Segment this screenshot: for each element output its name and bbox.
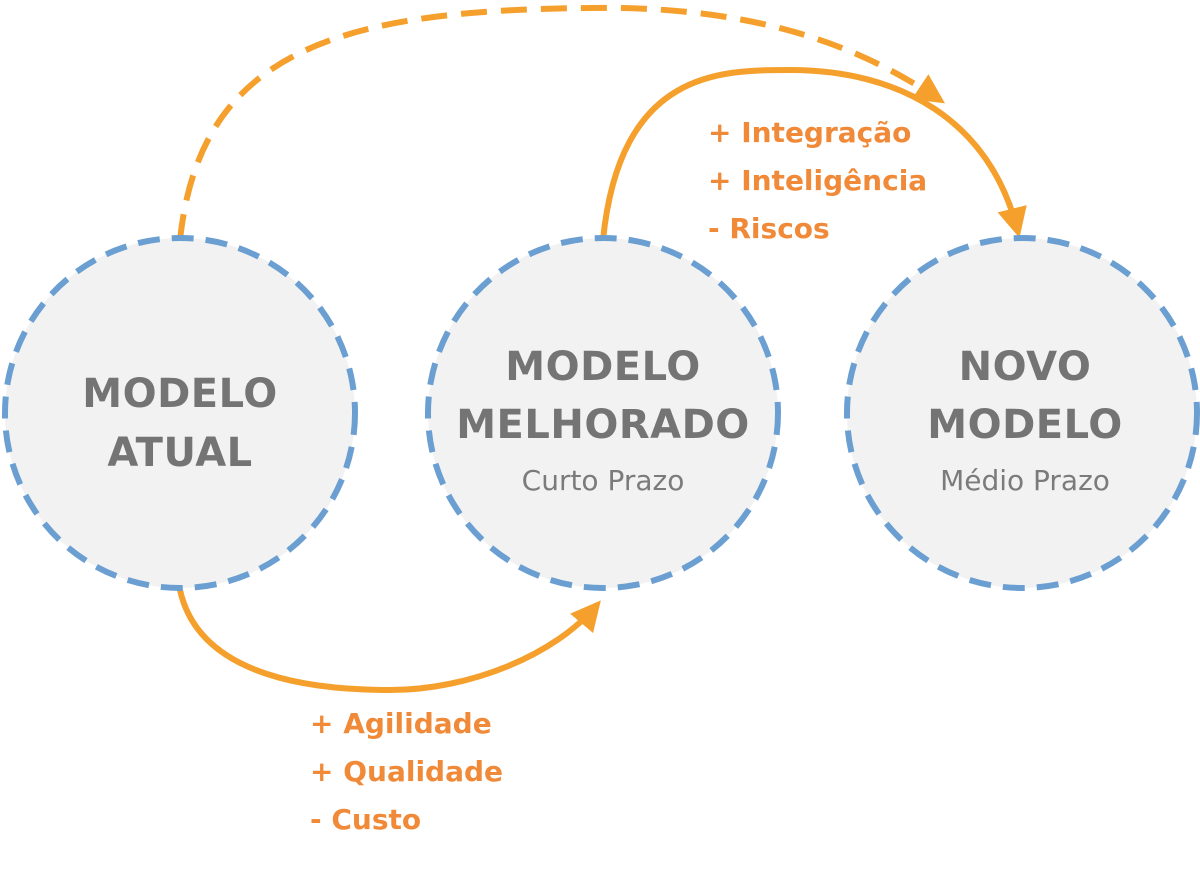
node-subtitle: Curto Prazo — [522, 464, 685, 497]
node-title-line-1: MODELO — [505, 344, 700, 390]
benefit-item: + Qualidade — [310, 755, 503, 788]
node-title-line-1: MODELO — [82, 371, 277, 417]
arrow-atual-to-melhorado — [177, 589, 601, 694]
node-novo-modelo: NOVO MODELO Médio Prazo — [844, 235, 1200, 591]
node-title-line-1: NOVO — [959, 344, 1092, 390]
benefit-item: - Custo — [310, 803, 421, 836]
node-modelo-atual: MODELO ATUAL — [2, 235, 358, 591]
node-title-line-2: MELHORADO — [456, 402, 750, 448]
dashed-arrow-atual-to-novo — [177, 4, 945, 241]
arrow-melhorado-to-novo — [600, 66, 1027, 241]
benefits-atual-to-melhorado: + Agilidade + Qualidade - Custo — [310, 707, 503, 836]
benefit-item: - Riscos — [708, 212, 830, 245]
arrows — [177, 4, 1027, 694]
benefit-item: + Agilidade — [310, 707, 492, 740]
benefit-item: + Inteligência — [708, 164, 927, 197]
node-circle — [425, 235, 781, 591]
benefits-melhorado-to-novo: + Integração + Inteligência - Riscos — [708, 116, 927, 245]
node-modelo-melhorado: MODELO MELHORADO Curto Prazo — [425, 235, 781, 591]
benefit-item: + Integração — [708, 116, 911, 149]
node-circle — [844, 235, 1200, 591]
node-title-line-2: ATUAL — [107, 430, 252, 476]
node-circle — [2, 235, 358, 591]
node-title-line-2: MODELO — [927, 402, 1122, 448]
node-subtitle: Médio Prazo — [940, 464, 1110, 497]
